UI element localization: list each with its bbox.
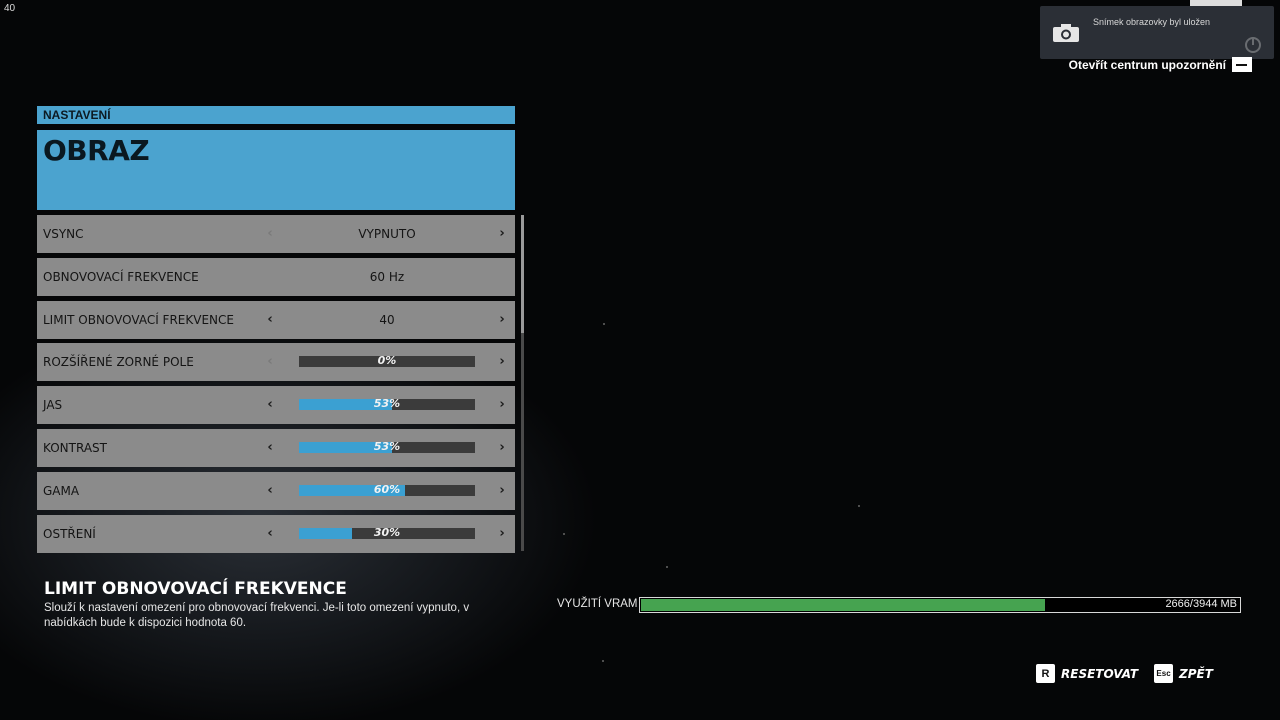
description-text: Slouží k nastavení omezení pro obnovovac… bbox=[44, 602, 470, 629]
open-notification-center-label: Otevřít centrum upozornění bbox=[1068, 57, 1226, 72]
setting-label: OSTŘENÍ bbox=[43, 526, 96, 541]
slider-value: 53% bbox=[373, 397, 401, 411]
setting-value: 40 bbox=[379, 312, 395, 327]
setting-value: 60 Hz bbox=[369, 269, 405, 284]
camera-icon bbox=[1053, 24, 1079, 42]
slider-track[interactable]: 0% bbox=[299, 354, 475, 368]
notification-tab bbox=[1190, 0, 1242, 6]
vram-usage-fill bbox=[641, 599, 1046, 611]
scrollbar-thumb[interactable] bbox=[521, 215, 524, 333]
slider-value: 0% bbox=[377, 354, 397, 368]
chevron-right-icon[interactable]: › bbox=[499, 226, 505, 241]
open-notification-center[interactable]: Otevřít centrum upozornění bbox=[1069, 57, 1252, 72]
back-label: ZPĚT bbox=[1179, 666, 1213, 681]
slider-track[interactable]: 30% bbox=[299, 525, 475, 539]
esc-key-icon: Esc bbox=[1154, 664, 1174, 683]
chevron-left-icon[interactable]: ‹ bbox=[267, 525, 273, 541]
screenshot-notification[interactable]: Snímek obrazovky byl uložen bbox=[1040, 0, 1274, 59]
enter-key-icon bbox=[1232, 57, 1252, 72]
background-speck bbox=[858, 505, 860, 507]
chevron-left-icon: ‹ bbox=[267, 226, 273, 241]
fps-counter: 40 bbox=[4, 3, 16, 14]
setting-label: OBNOVOVACÍ FREKVENCE bbox=[43, 269, 199, 284]
chevron-left-icon[interactable]: ‹ bbox=[267, 439, 273, 455]
slider-fill bbox=[299, 527, 352, 539]
back-button[interactable]: Esc ZPĚT bbox=[1154, 664, 1213, 683]
background-speck bbox=[602, 660, 604, 662]
slider-fill bbox=[299, 399, 393, 411]
background-speck bbox=[603, 323, 605, 325]
slider-value: 60% bbox=[373, 482, 401, 496]
setting-row-refresh-limit[interactable]: LIMIT OBNOVOVACÍ FREKVENCE ‹ 40 › bbox=[37, 300, 515, 339]
setting-value: VYPNUTO bbox=[358, 227, 416, 241]
vram-label: VYUŽITÍ VRAM bbox=[557, 598, 638, 610]
r-key-icon: R bbox=[1036, 664, 1055, 683]
chevron-right-icon[interactable]: › bbox=[499, 525, 505, 541]
page-title: OBRAZ bbox=[37, 130, 515, 210]
chevron-right-icon[interactable]: › bbox=[499, 439, 505, 455]
slider-value: 53% bbox=[373, 439, 401, 453]
background-speck bbox=[563, 533, 565, 535]
chevron-right-icon[interactable]: › bbox=[499, 482, 505, 498]
reset-label: RESETOVAT bbox=[1061, 666, 1139, 681]
scrollbar-track[interactable] bbox=[521, 215, 524, 551]
power-icon bbox=[1245, 37, 1261, 53]
setting-label: LIMIT OBNOVOVACÍ FREKVENCE bbox=[43, 312, 234, 327]
slider-track[interactable]: 60% bbox=[299, 482, 475, 496]
chevron-right-icon[interactable]: › bbox=[499, 354, 505, 370]
setting-label: GAMA bbox=[43, 483, 80, 498]
setting-row-sharpening[interactable]: OSTŘENÍ ‹ 30% › bbox=[37, 514, 515, 553]
notification-message: Snímek obrazovky byl uložen bbox=[1093, 17, 1211, 27]
setting-row-contrast[interactable]: KONTRAST ‹ 53% › bbox=[37, 428, 515, 467]
footer-actions: R RESETOVAT Esc ZPĚT bbox=[1036, 664, 1213, 683]
vram-usage-bar: 2666/3944 MB bbox=[639, 597, 1241, 613]
setting-row-brightness[interactable]: JAS ‹ 53% › bbox=[37, 386, 515, 425]
chevron-left-icon[interactable]: ‹ bbox=[267, 482, 273, 498]
section-header: NASTAVENÍ bbox=[37, 106, 515, 124]
chevron-left-icon[interactable]: ‹ bbox=[267, 311, 273, 327]
setting-row-gamma[interactable]: GAMA ‹ 60% › bbox=[37, 471, 515, 510]
settings-list: VSYNC ‹ VYPNUTO › OBNOVOVACÍ FREKVENCE 6… bbox=[37, 215, 515, 557]
vram-usage-text: 2666/3944 MB bbox=[1165, 598, 1237, 610]
reset-button[interactable]: R RESETOVAT bbox=[1036, 664, 1138, 683]
setting-row-refresh-rate[interactable]: OBNOVOVACÍ FREKVENCE 60 Hz bbox=[37, 257, 515, 296]
slider-track[interactable]: 53% bbox=[299, 439, 475, 453]
background-speck bbox=[666, 566, 668, 568]
slider-fill bbox=[299, 441, 393, 453]
slider-value: 30% bbox=[373, 525, 401, 539]
chevron-right-icon[interactable]: › bbox=[499, 397, 505, 413]
setting-label: VSYNC bbox=[43, 227, 84, 241]
chevron-left-icon[interactable]: ‹ bbox=[267, 397, 273, 413]
setting-label: KONTRAST bbox=[43, 440, 107, 455]
slider-fill bbox=[299, 484, 405, 496]
setting-label: ROZŠÍŘENÉ ZORNÉ POLE bbox=[43, 355, 194, 370]
description-title: LIMIT OBNOVOVACÍ FREKVENCE bbox=[44, 579, 347, 599]
setting-row-vsync[interactable]: VSYNC ‹ VYPNUTO › bbox=[37, 215, 515, 253]
chevron-right-icon[interactable]: › bbox=[499, 311, 505, 327]
setting-label: JAS bbox=[43, 398, 63, 413]
slider-track[interactable]: 53% bbox=[299, 397, 475, 411]
setting-row-extended-fov[interactable]: ROZŠÍŘENÉ ZORNÉ POLE ‹ 0% › bbox=[37, 343, 515, 382]
chevron-left-icon: ‹ bbox=[267, 354, 273, 370]
